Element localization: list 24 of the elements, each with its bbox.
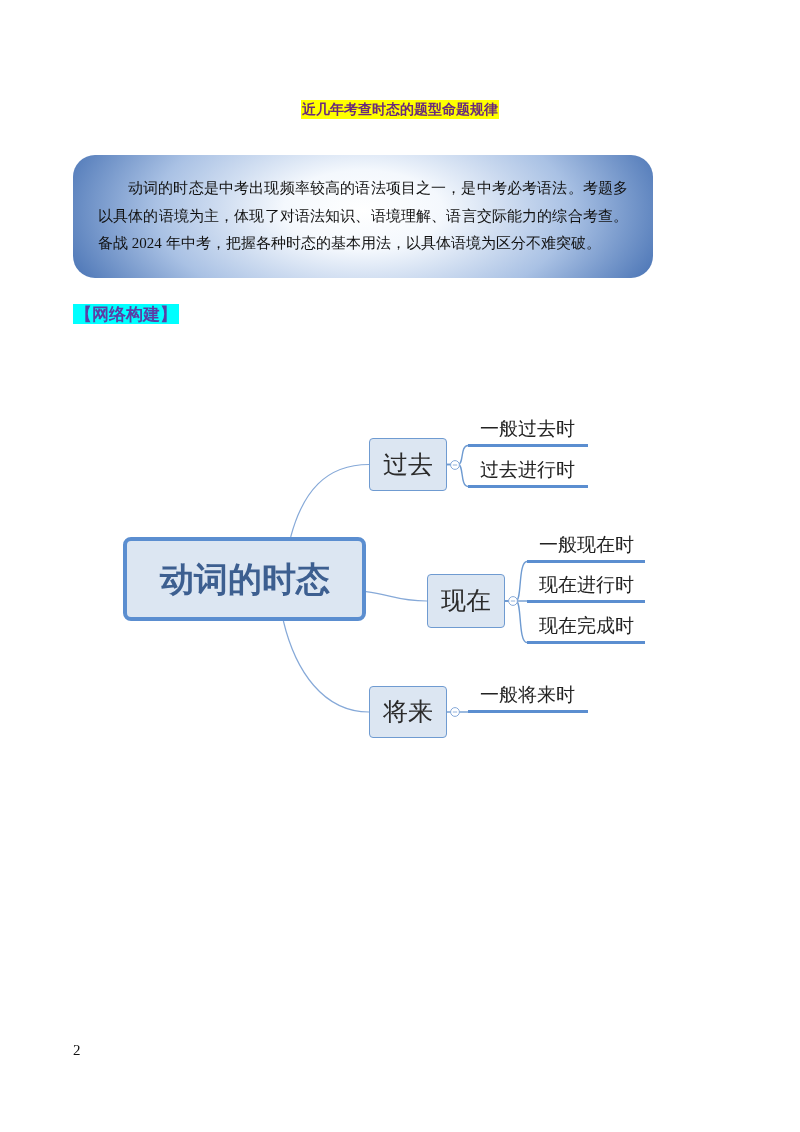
page-title: 近几年考查时态的题型命题规律	[301, 100, 499, 119]
branch-label: 现在	[441, 585, 491, 617]
branch-box	[427, 574, 505, 628]
subtopic-label: 现在进行时	[538, 573, 634, 597]
connector-line	[504, 600, 528, 644]
subtopic-label: 一般将来时	[479, 683, 575, 707]
connector-line	[282, 620, 370, 713]
topic-label: 动词的时态	[159, 558, 330, 600]
connector-line	[365, 591, 428, 602]
intro-paragraph: 动词的时态是中考出现频率较高的语法项目之一，是中考必考语法。考题多以具体的语境为主，体现了对语法知识、语境理解、语言交际能力的综合考查。备战 2024 年中考，把握各种时态的基本用法，以具体语境为区分不难突破。	[98, 179, 628, 254]
page-number: 2	[73, 1041, 81, 1059]
subtopic-label: 现在完成时	[538, 614, 634, 638]
connector-line	[290, 463, 370, 538]
subtopic-label: 一般过去时	[479, 417, 575, 441]
connector-line	[446, 463, 469, 488]
branch-box	[369, 438, 447, 491]
branch-box	[369, 686, 447, 738]
branch-label: 将来	[383, 696, 433, 728]
subtopic-label: 过去进行时	[479, 458, 575, 482]
subtopic-label: 一般现在时	[538, 533, 634, 557]
topic-box	[123, 537, 366, 621]
section-heading: 【网络构建】	[73, 304, 179, 324]
intro-panel	[73, 155, 653, 278]
branch-label: 过去	[383, 448, 433, 480]
